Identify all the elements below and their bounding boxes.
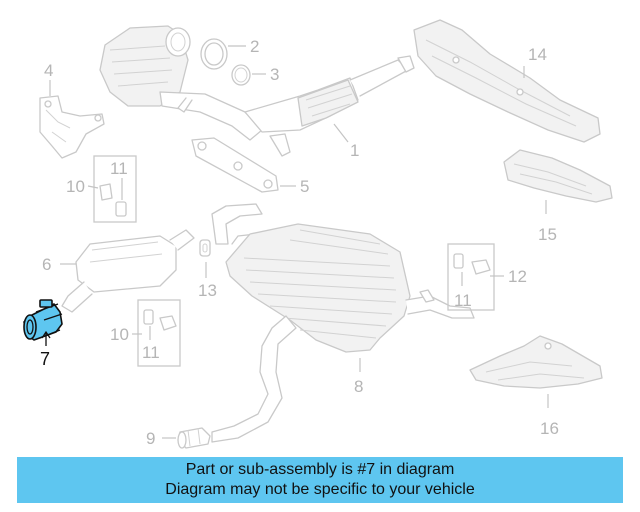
callout-box-11-12-right[interactable]	[447, 243, 495, 311]
callout-box-10-11-lower[interactable]	[137, 299, 181, 367]
label-9: 9	[146, 429, 155, 448]
label-5: 5	[300, 177, 309, 196]
label-11-lower: 11	[142, 343, 160, 362]
label-4: 4	[44, 61, 53, 80]
part-8-rear-muffler[interactable]	[211, 203, 475, 443]
part-5-bracket-bar[interactable]	[191, 137, 279, 193]
label-12: 12	[508, 267, 527, 286]
label-1: 1	[350, 141, 359, 160]
label-13: 13	[198, 281, 217, 300]
label-15: 15	[538, 225, 557, 244]
leader-7-arrow	[41, 330, 51, 339]
label-14: 14	[528, 45, 547, 64]
label-11-upper: 11	[110, 159, 128, 178]
label-7: 7	[40, 349, 50, 369]
part-13-hanger[interactable]	[199, 239, 211, 257]
part-15-heat-shield[interactable]	[503, 149, 613, 203]
part-14-heat-shield[interactable]	[413, 19, 601, 143]
part-16-heat-shield[interactable]	[469, 335, 603, 389]
label-3: 3	[270, 65, 279, 84]
banner-line-2: Diagram may not be specific to your vehi…	[165, 481, 475, 498]
label-11-right: 11	[454, 291, 472, 310]
label-10-upper: 10	[66, 177, 85, 196]
part-3-seal-ring[interactable]	[231, 64, 251, 86]
part-4-bracket[interactable]	[39, 95, 105, 159]
label-2: 2	[250, 37, 259, 56]
part-7-clamp-highlighted[interactable]	[23, 299, 63, 341]
info-banner: Part or sub-assembly is #7 in diagram Di…	[17, 457, 623, 503]
leader-1	[333, 123, 349, 143]
callout-box-10-11-upper[interactable]	[93, 155, 137, 223]
leader-10-upper	[87, 185, 99, 189]
banner-line-1: Part or sub-assembly is #7 in diagram	[185, 461, 455, 478]
part-1-catalytic-converter[interactable]	[99, 25, 415, 157]
part-9-clamp[interactable]	[177, 427, 211, 449]
part-6-resonator[interactable]	[61, 229, 195, 313]
label-16: 16	[540, 419, 559, 438]
label-8: 8	[354, 377, 363, 396]
part-2-gasket[interactable]	[200, 38, 228, 70]
label-6: 6	[42, 255, 51, 274]
label-10-lower: 10	[110, 325, 129, 344]
